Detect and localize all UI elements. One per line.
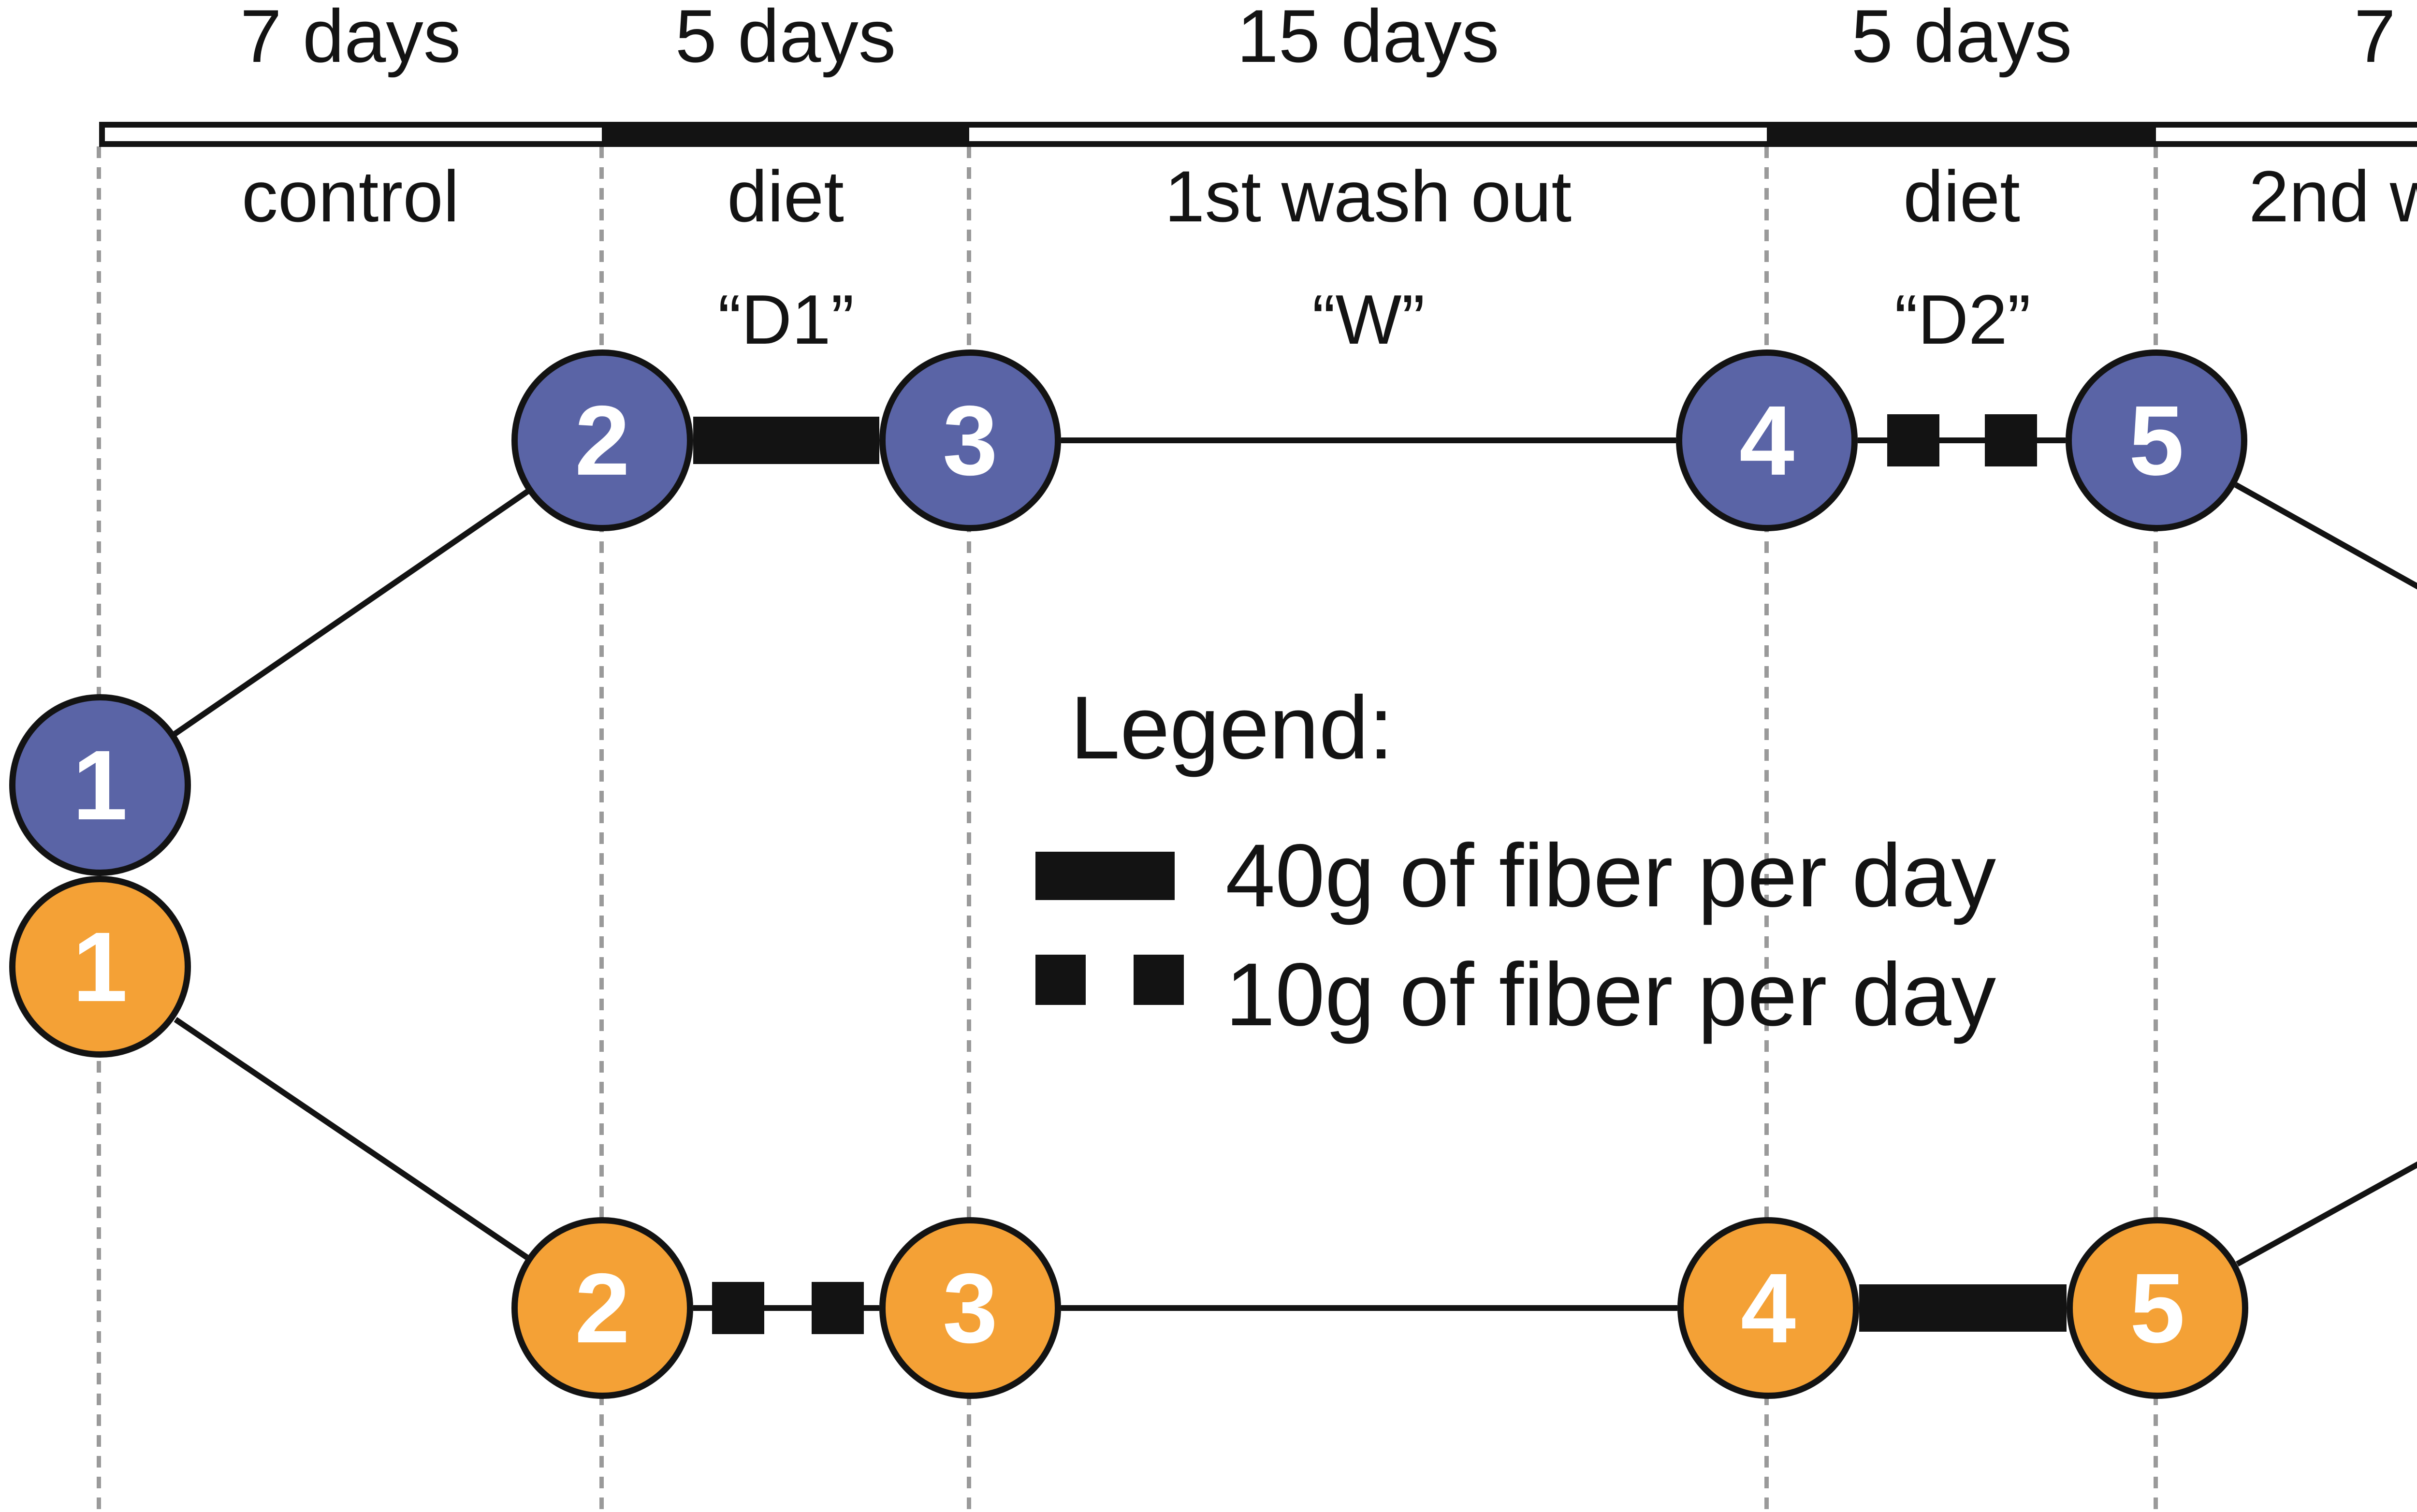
boundary-dashed-line-2 (599, 146, 604, 1512)
timeline-diet-segment-2 (1767, 122, 2156, 147)
legend-40g-bar-icon (1035, 852, 1175, 900)
fiber-10g-square-orange-2 (812, 1282, 864, 1334)
duration-label-control: 7 days (240, 0, 461, 78)
duration-label-diet1: 5 days (675, 0, 896, 78)
timeline-diet-segment-1 (602, 122, 969, 147)
fiber-10g-square-blue-1 (1887, 414, 1939, 466)
legend-label-10g: 10g of fiber per day (1225, 945, 1996, 1045)
boundary-dashed-line-5 (2154, 146, 2158, 1512)
legend-title: Legend: (1070, 678, 1394, 778)
node-blue-2: 2 (511, 349, 693, 531)
connector-orange-1-2 (174, 1017, 529, 1260)
connector-blue-5-6 (2234, 482, 2417, 743)
node-orange-2: 2 (511, 1217, 693, 1399)
connector-orange-5-6 (2236, 1010, 2417, 1267)
node-blue-5: 5 (2066, 349, 2247, 531)
fiber-10g-square-blue-2 (1985, 414, 2037, 466)
boundary-dashed-line-4 (1764, 146, 1769, 1512)
fiber-40g-bar-blue-2-3 (693, 417, 879, 464)
node-orange-4: 4 (1677, 1217, 1859, 1399)
node-blue-4: 4 (1676, 349, 1858, 531)
fiber-40g-bar-orange-4-5 (1859, 1284, 2067, 1332)
legend-10g-square-icon-1 (1035, 955, 1086, 1005)
legend-label-40g: 40g of fiber per day (1225, 826, 1996, 926)
legend-10g-square-icon-2 (1134, 955, 1184, 1005)
duration-label-diet2: 5 days (1851, 0, 2072, 78)
boundary-dashed-line-3 (967, 146, 971, 1512)
code-label-d1: “D1” (718, 280, 854, 359)
phase-label-washout2: 2nd wash out (2248, 156, 2417, 237)
connector-orange-3-4 (1061, 1305, 1677, 1311)
node-orange-1: 1 (9, 876, 191, 1058)
node-orange-3: 3 (879, 1217, 1061, 1399)
duration-label-washout1: 15 days (1237, 0, 1500, 78)
code-label-w: “W” (1312, 280, 1425, 359)
phase-label-diet2: diet (1903, 156, 2020, 237)
connector-blue-1-2 (173, 489, 529, 736)
node-blue-3: 3 (879, 349, 1061, 531)
node-orange-5: 5 (2067, 1217, 2248, 1399)
connector-blue-3-4 (1061, 437, 1676, 443)
phase-label-control: control (241, 156, 460, 237)
code-label-d2: “D2” (1894, 280, 2031, 359)
duration-label-washout2: 7 days (2354, 0, 2417, 78)
fiber-10g-square-orange-1 (712, 1282, 764, 1334)
phase-label-diet1: diet (727, 156, 844, 237)
node-blue-1: 1 (9, 694, 191, 876)
phase-label-washout1: 1st wash out (1164, 156, 1572, 237)
